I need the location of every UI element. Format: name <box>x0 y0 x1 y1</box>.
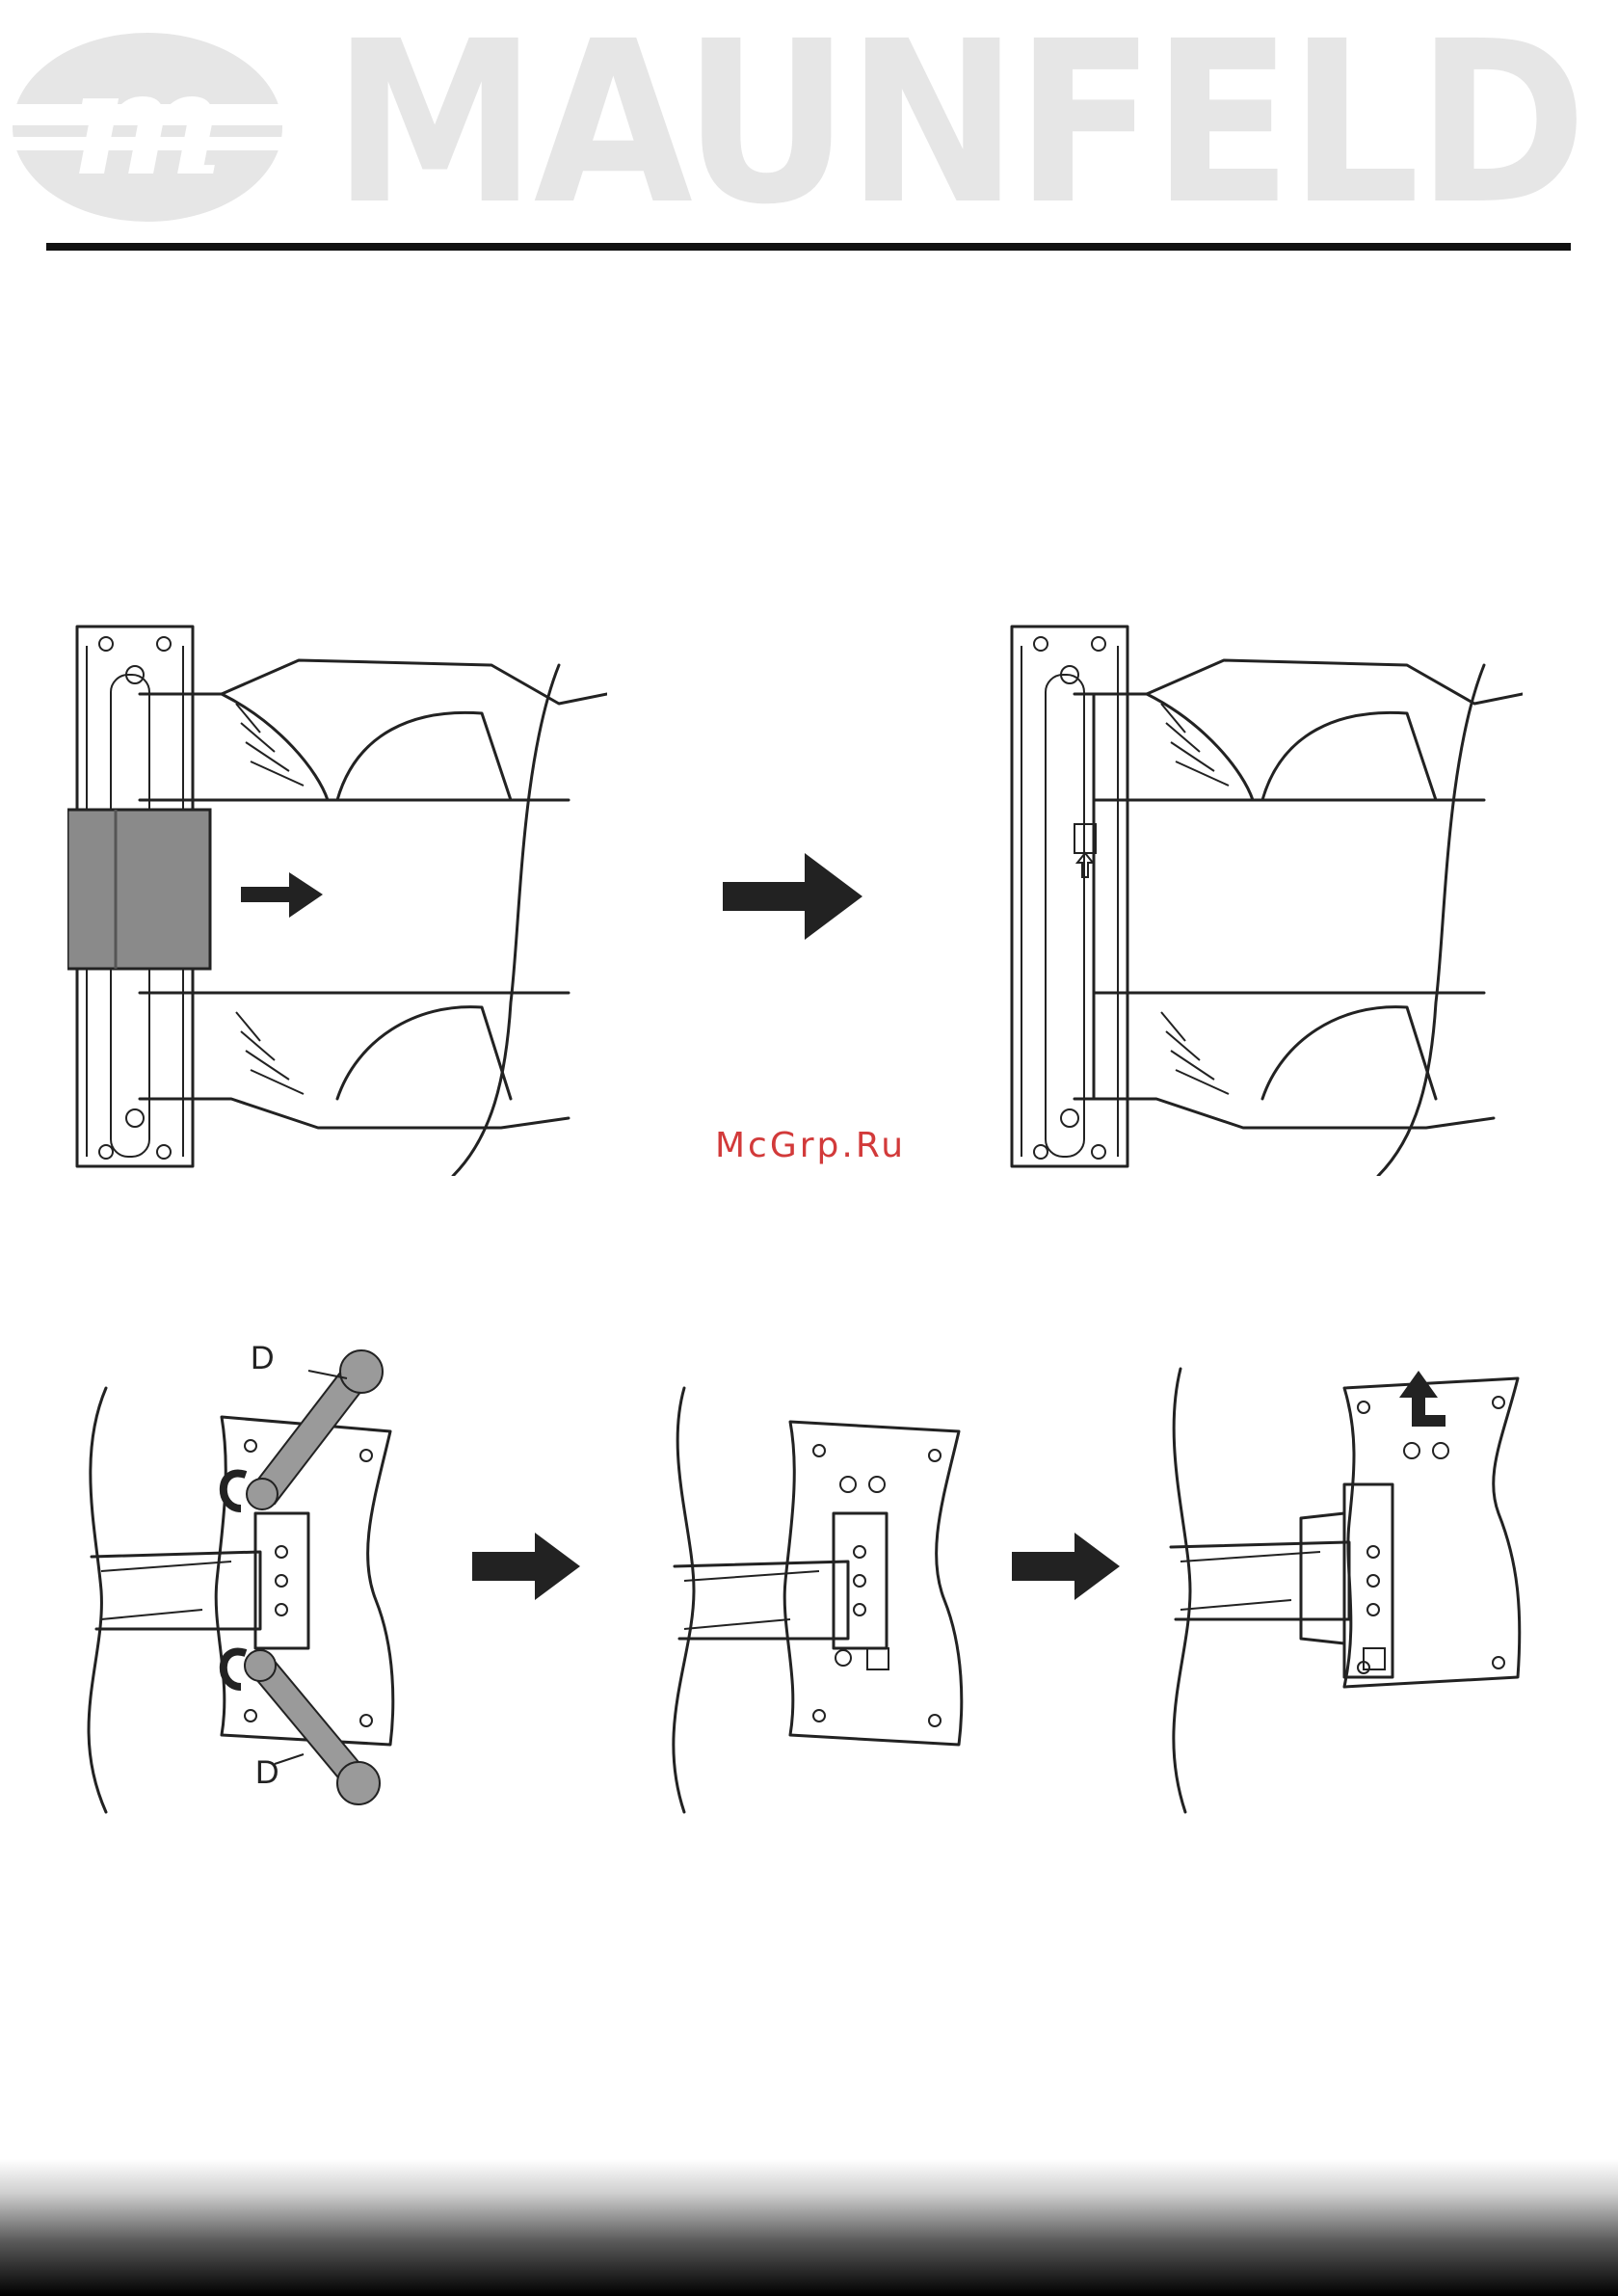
part-label-d-lower: D <box>255 1754 279 1791</box>
figure-cover-removal <box>67 617 607 1176</box>
figure-bolts-loosened <box>655 1369 1002 1822</box>
figure-plate-lifted <box>1156 1359 1542 1822</box>
figure-cover-removed <box>1002 617 1523 1176</box>
watermark: McGrp.Ru <box>715 1126 906 1165</box>
footer-gradient-band <box>0 2159 1618 2296</box>
figure-loosen-bolts: D D <box>58 1340 424 1822</box>
step-arrow-bottom-1 <box>472 1533 583 1600</box>
step-arrow-top <box>723 853 867 940</box>
maunfeld-logo-emblem: m <box>8 29 287 227</box>
logo-monogram: m <box>71 39 225 208</box>
part-label-d-upper: D <box>251 1340 275 1376</box>
brand-name: MAUNFELD <box>332 27 1583 220</box>
header-divider <box>46 243 1571 251</box>
page-header: m MAUNFELD <box>0 0 1618 260</box>
step-arrow-bottom-2 <box>1012 1533 1123 1600</box>
